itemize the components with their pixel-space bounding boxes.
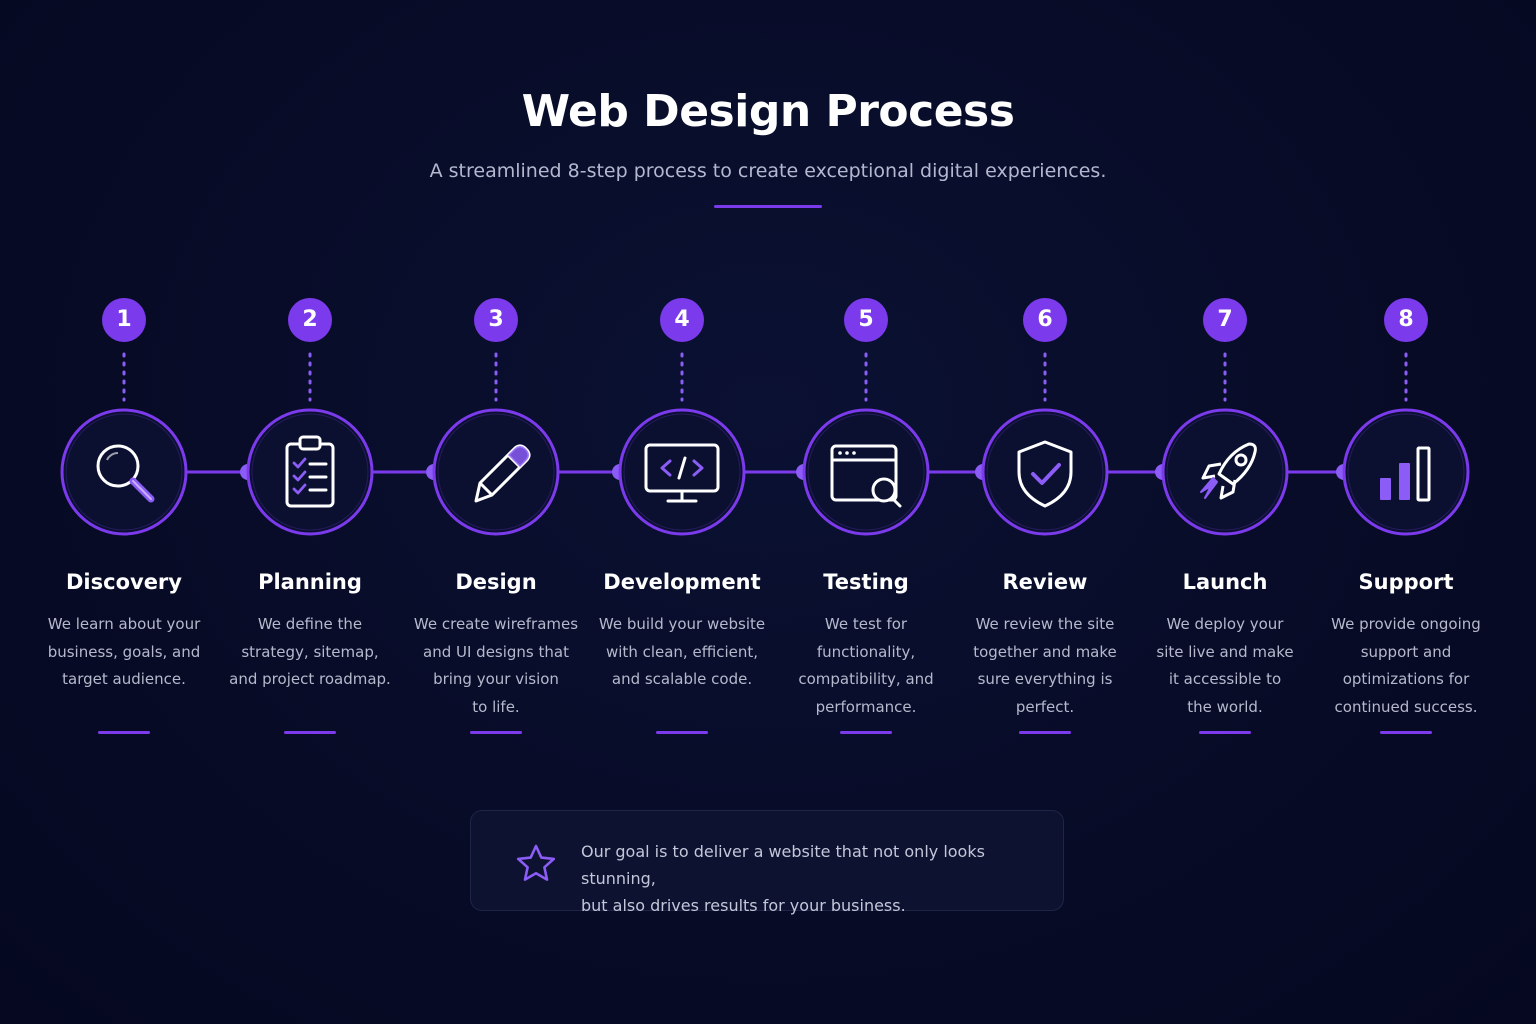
- goal-text: Our goal is to deliver a website that no…: [581, 842, 985, 915]
- step-number-badge: 1: [102, 298, 146, 342]
- step-number-badge: 7: [1203, 298, 1247, 342]
- step-title: Design: [455, 570, 537, 594]
- step-divider: [840, 731, 892, 734]
- step-number-badge: 2: [288, 298, 332, 342]
- magnifier-icon: [60, 408, 188, 536]
- step-divider: [470, 731, 522, 734]
- step-title: Development: [603, 570, 761, 594]
- step-number-badge: 6: [1023, 298, 1067, 342]
- title-divider: [714, 205, 822, 208]
- step-description: We review the site together and make sur…: [973, 615, 1117, 716]
- step-description: We define the strategy, sitemap, and pro…: [229, 615, 391, 688]
- browser-search-icon: [802, 408, 930, 536]
- step-number-badge: 5: [844, 298, 888, 342]
- pencil-icon: [432, 408, 560, 536]
- step-divider: [1019, 731, 1071, 734]
- step-divider: [98, 731, 150, 734]
- step-divider: [656, 731, 708, 734]
- step-divider: [1199, 731, 1251, 734]
- step-title: Discovery: [66, 570, 182, 594]
- rocket-icon: [1161, 408, 1289, 536]
- page-title: Web Design Process: [521, 86, 1015, 137]
- step-number-badge: 3: [474, 298, 518, 342]
- step-title: Testing: [823, 570, 909, 594]
- step-divider: [1380, 731, 1432, 734]
- step-description: We deploy your site live and make it acc…: [1156, 615, 1294, 716]
- star-icon: [515, 843, 557, 885]
- goal-callout: Our goal is to deliver a website that no…: [470, 810, 1064, 915]
- shield-check-icon: [981, 408, 1109, 536]
- page-subtitle: A streamlined 8-step process to create e…: [429, 160, 1107, 182]
- step-description: We create wireframes and UI designs that…: [413, 615, 579, 716]
- bar-chart-icon: [1342, 408, 1470, 536]
- step-description: We test for functionality, compatibility…: [798, 615, 934, 716]
- step-title: Review: [1002, 570, 1088, 594]
- step-title: Support: [1358, 570, 1454, 594]
- step-divider: [284, 731, 336, 734]
- step-description: We learn about your business, goals, and…: [47, 615, 201, 688]
- clipboard-checklist-icon: [246, 408, 374, 536]
- code-monitor-icon: [618, 408, 746, 536]
- step-title: Launch: [1182, 570, 1268, 594]
- step-description: We build your website with clean, effici…: [598, 615, 766, 688]
- step-description: We provide ongoing support and optimizat…: [1331, 615, 1481, 716]
- step-number-badge: 4: [660, 298, 704, 342]
- step-number-badge: 8: [1384, 298, 1428, 342]
- step-title: Planning: [258, 570, 362, 594]
